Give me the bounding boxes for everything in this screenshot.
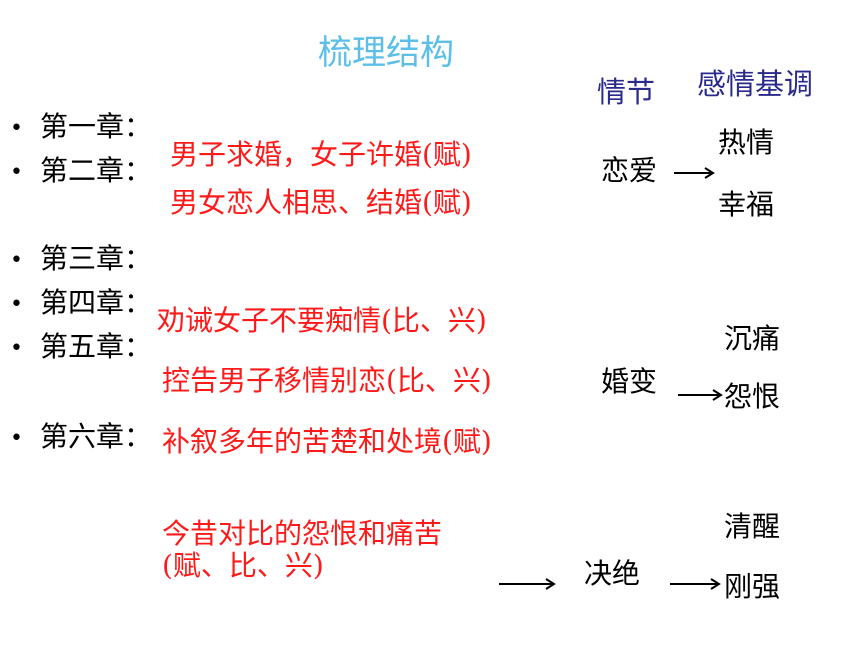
emotion-happiness: 幸福 [718, 188, 775, 221]
chapter-label: 第二章： [40, 154, 153, 187]
description-6-techniques: (赋、比、兴) [162, 549, 324, 582]
chapter-5: • 第五章： [10, 333, 152, 361]
description-3: 劝诫女子不要痴情(比、兴) [157, 304, 487, 337]
description-2: 男女恋人相思、结婚(赋) [170, 186, 472, 219]
description-6: 今昔对比的怨恨和痛苦 [162, 517, 443, 550]
plot-header: 情节 [597, 75, 656, 109]
arrow-right-icon [674, 167, 715, 179]
chapter-1: • 第一章： [10, 113, 152, 141]
chapter-label: 第六章： [40, 420, 153, 453]
plot-stage-love: 恋爱 [601, 154, 658, 187]
chapter-label: 第四章： [40, 286, 153, 319]
description-4: 控告男子移情别恋(比、兴) [162, 364, 492, 397]
chapter-label: 第三章： [40, 242, 153, 275]
arrow-right-icon [678, 389, 723, 401]
plot-stage-break: 决绝 [584, 557, 641, 590]
emotion-clarity: 清醒 [724, 510, 781, 543]
emotion-header: 感情基调 [697, 67, 814, 101]
emotion-grief: 沉痛 [724, 322, 781, 355]
arrow-right-icon [499, 578, 556, 590]
chapter-label: 第一章： [40, 110, 153, 143]
chapter-3: • 第三章： [10, 245, 152, 273]
bullet-icon: • [10, 335, 23, 361]
page-title: 梳理结构 [318, 33, 454, 73]
bullet-icon: • [10, 291, 23, 317]
chapter-4: • 第四章： [10, 289, 152, 317]
plot-stage-change: 婚变 [601, 365, 658, 398]
description-1: 男子求婚，女子许婚(赋) [170, 138, 472, 171]
arrow-right-icon [670, 578, 721, 590]
bullet-icon: • [10, 247, 23, 273]
emotion-resentment: 怨恨 [724, 380, 781, 413]
bullet-icon: • [10, 425, 23, 451]
description-5: 补叙多年的苦楚和处境(赋) [162, 425, 492, 458]
bullet-icon: • [10, 159, 23, 185]
emotion-resolve: 刚强 [724, 570, 781, 603]
bullet-icon: • [10, 115, 23, 141]
chapter-6: • 第六章： [10, 423, 152, 451]
chapter-2: • 第二章： [10, 157, 152, 185]
emotion-passion: 热情 [718, 126, 775, 159]
chapter-label: 第五章： [40, 330, 153, 363]
